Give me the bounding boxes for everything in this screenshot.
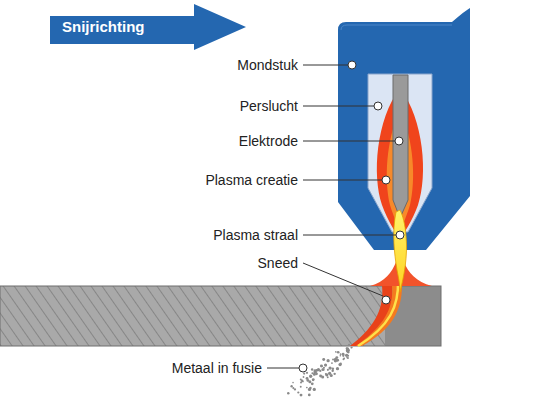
part-label: Elektrode xyxy=(239,133,298,149)
electrode xyxy=(393,75,408,218)
kerf xyxy=(350,280,402,346)
direction-arrow: Snijrichting xyxy=(50,4,246,50)
part-label: Mondstuk xyxy=(237,57,298,73)
part-label: Plasma creatie xyxy=(205,172,298,188)
molten-metal-sparks xyxy=(287,344,353,397)
plasma-jet xyxy=(394,210,407,292)
part-label: Plasma straal xyxy=(213,227,298,243)
part-label: Sneed xyxy=(258,255,298,271)
arrow-fill xyxy=(50,4,246,50)
part-label: Metaal in fusie xyxy=(172,360,262,376)
part-label: Perslucht xyxy=(240,98,298,114)
arrow-label: Snijrichting xyxy=(62,18,145,36)
workpiece xyxy=(0,286,441,346)
nozzle xyxy=(338,8,470,250)
